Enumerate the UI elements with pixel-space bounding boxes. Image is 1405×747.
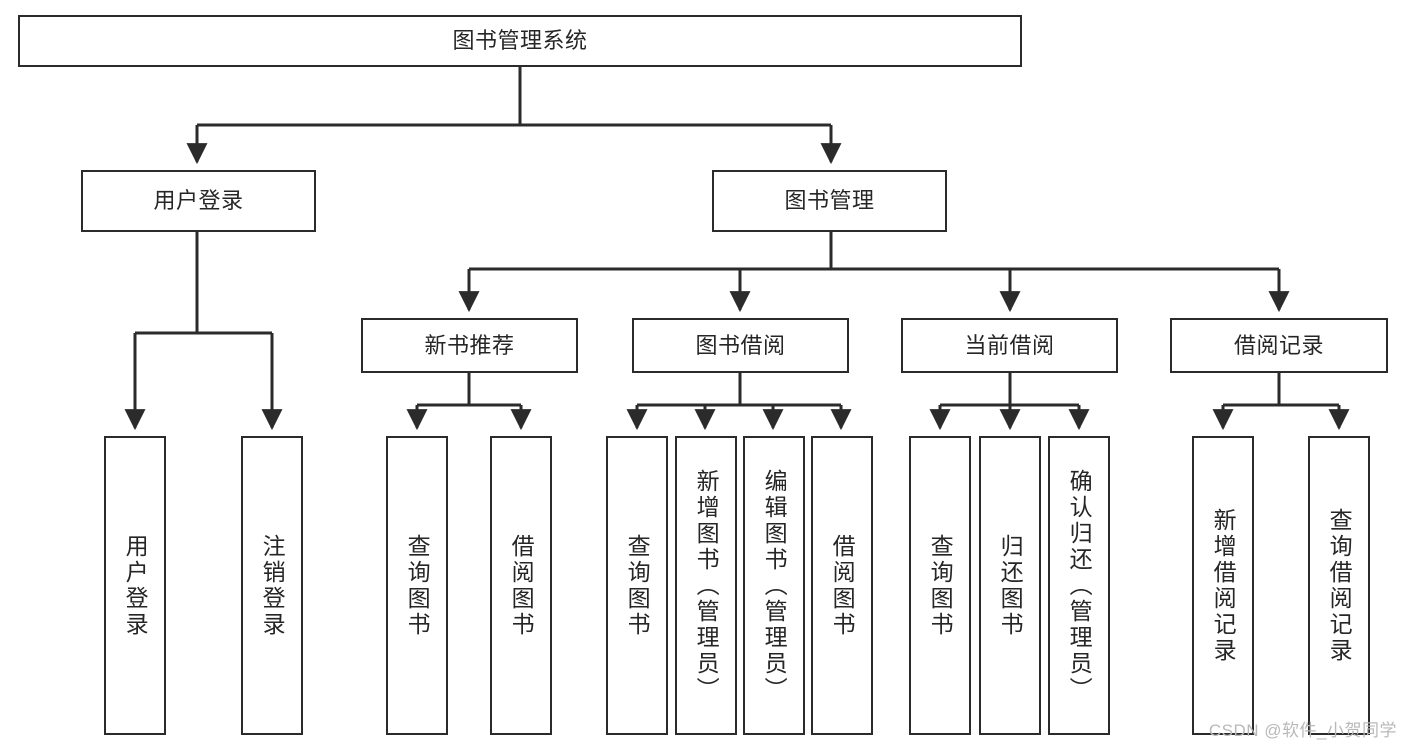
leaf-query-book-2[interactable]: 查询图书 <box>606 436 668 735</box>
leaf-add-record[interactable]: 新增借阅记录 <box>1192 436 1254 735</box>
leaf-return-book[interactable]: 归还图书 <box>979 436 1041 735</box>
leaf-add-book[interactable]: 新增图书（管理员） <box>675 436 737 735</box>
node-user-login[interactable]: 用户登录 <box>81 170 316 232</box>
leaf-query-record-label: 查询借阅记录 <box>1326 507 1353 664</box>
node-new-book-recommend[interactable]: 新书推荐 <box>361 318 578 373</box>
node-borrow-record[interactable]: 借阅记录 <box>1170 318 1388 373</box>
leaf-query-book-3-label: 查询图书 <box>927 533 954 638</box>
leaf-query-book-2-label: 查询图书 <box>624 533 651 638</box>
leaf-user-logout[interactable]: 注销登录 <box>241 436 303 735</box>
leaf-borrow-book-1[interactable]: 借阅图书 <box>490 436 552 735</box>
node-book-borrow-label: 图书借阅 <box>695 332 786 358</box>
leaf-return-book-label: 归还图书 <box>997 533 1024 638</box>
leaf-query-book-1-label: 查询图书 <box>404 533 431 638</box>
leaf-confirm-return[interactable]: 确认归还（管理员） <box>1048 436 1110 735</box>
leaf-borrow-book-1-label: 借阅图书 <box>508 533 535 638</box>
node-borrow-record-label: 借阅记录 <box>1233 332 1324 358</box>
node-new-book-recommend-label: 新书推荐 <box>424 332 515 358</box>
leaf-edit-book-label: 编辑图书（管理员） <box>761 468 788 703</box>
node-root-system-label: 图书管理系统 <box>452 28 588 54</box>
watermark-text: CSDN @软件_小贺同学 <box>1208 721 1397 740</box>
leaf-query-record[interactable]: 查询借阅记录 <box>1308 436 1370 735</box>
node-book-borrow[interactable]: 图书借阅 <box>632 318 849 373</box>
node-user-login-label: 用户登录 <box>153 188 244 214</box>
leaf-user-logout-label: 注销登录 <box>259 533 286 638</box>
leaf-user-login-label: 用户登录 <box>122 533 149 638</box>
leaf-query-book-3[interactable]: 查询图书 <box>909 436 971 735</box>
leaf-borrow-book-2-label: 借阅图书 <box>829 533 856 638</box>
leaf-edit-book[interactable]: 编辑图书（管理员） <box>743 436 805 735</box>
node-current-borrow[interactable]: 当前借阅 <box>901 318 1118 373</box>
leaf-add-book-label: 新增图书（管理员） <box>693 468 720 703</box>
leaf-user-login[interactable]: 用户登录 <box>104 436 166 735</box>
node-root-system[interactable]: 图书管理系统 <box>18 15 1022 67</box>
node-book-management[interactable]: 图书管理 <box>712 170 947 232</box>
leaf-add-record-label: 新增借阅记录 <box>1210 507 1237 664</box>
leaf-confirm-return-label: 确认归还（管理员） <box>1066 468 1093 703</box>
node-current-borrow-label: 当前借阅 <box>964 332 1055 358</box>
node-book-management-label: 图书管理 <box>784 188 875 214</box>
leaf-borrow-book-2[interactable]: 借阅图书 <box>811 436 873 735</box>
leaf-query-book-1[interactable]: 查询图书 <box>386 436 448 735</box>
